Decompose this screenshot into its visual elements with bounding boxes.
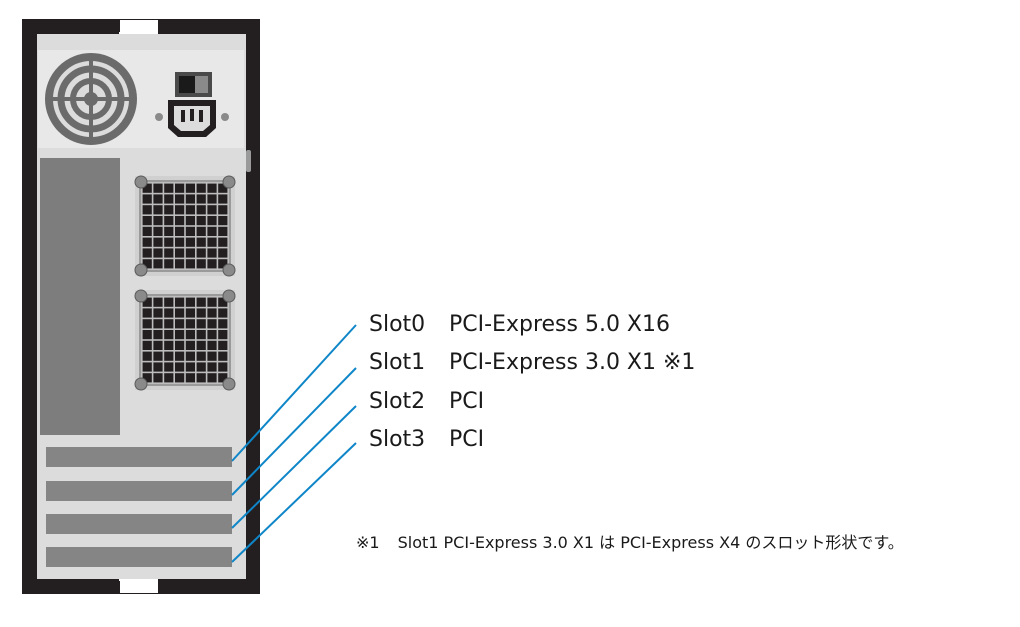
slot-bracket-0 [46, 447, 232, 467]
io-panel-area [40, 158, 120, 435]
slot-label-name: Slot0 [369, 312, 426, 337]
psu-fan-icon [45, 53, 137, 145]
leader-line-slot3 [231, 442, 357, 563]
slot-label-name: Slot1 [369, 350, 426, 375]
slot-bracket-3 [46, 547, 232, 567]
leader-line-slot0 [231, 324, 357, 462]
slot-bracket-2 [46, 514, 232, 534]
slot-label-type: PCI-Express 5.0 X16 [449, 312, 670, 337]
power-inlet-icon [155, 100, 229, 137]
leader-line-slot1 [231, 367, 357, 496]
footnote-text: Slot1 PCI-Express 3.0 X1 は PCI-Express X… [397, 533, 904, 552]
power-switch-icon [175, 72, 212, 97]
expansion-slots [46, 447, 232, 567]
slot-bracket-1 [46, 481, 232, 501]
slot-label-name: Slot2 [369, 389, 426, 414]
slot-label-type: PCI [449, 427, 485, 452]
slot-label-name: Slot3 [369, 427, 426, 452]
slot-label-type: PCI [449, 389, 485, 414]
footnote: ※1 Slot1 PCI-Express 3.0 X1 は PCI-Express… [356, 532, 904, 554]
slot-label-type: PCI-Express 3.0 X1 ※1 [449, 350, 696, 375]
footnote-mark: ※1 [356, 533, 380, 552]
leader-line-slot2 [231, 405, 357, 529]
side-latch [246, 150, 251, 172]
case-fan-grille-icon [134, 175, 236, 277]
power-supply [38, 50, 244, 148]
leader-lines [231, 324, 357, 563]
case-fan-grille-icon [134, 289, 236, 391]
